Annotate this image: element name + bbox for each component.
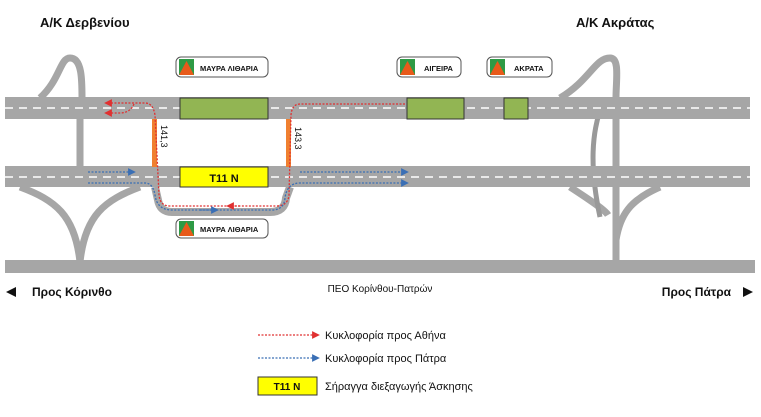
legend-athens-label: Κυκλοφορία προς Αθήνα — [325, 330, 446, 342]
road-name: ΠΕΟ Κορίνθου-Πατρών — [328, 283, 433, 295]
legend-patra-label: Κυκλοφορία προς Πάτρα — [325, 353, 447, 365]
svg-text:ΜΑΥΡΑ ΛΙΘΑΡΙΑ: ΜΑΥΡΑ ΛΙΘΑΡΙΑ — [200, 225, 259, 234]
old-national-road — [5, 260, 755, 273]
arrow-left-icon — [6, 287, 16, 297]
sign-mavra-top: ΜΑΥΡΑ ΛΙΘΑΡΙΑ — [175, 56, 269, 78]
svg-text:T11 N: T11 N — [274, 382, 301, 393]
arrow-right-icon — [743, 287, 753, 297]
chainage-left: 141,3 — [159, 125, 169, 148]
direction-right: Προς Πάτρα — [662, 285, 732, 299]
interchange-left-title: Α/Κ Δερβενίου — [40, 15, 130, 30]
tunnel-akrata — [503, 97, 529, 120]
chainage-right: 143,3 — [293, 127, 303, 150]
sign-aigeira: ΑΙΓΕΙΡΑ — [396, 56, 462, 78]
interchange-left — [18, 54, 142, 263]
tunnel-t11n-label: T11 N — [209, 173, 238, 185]
tunnel-mavra-lithari — [179, 97, 269, 120]
svg-text:ΑΙΓΕΙΡΑ: ΑΙΓΕΙΡΑ — [424, 64, 454, 73]
direction-left: Προς Κόρινθο — [32, 285, 112, 299]
bypass-road — [151, 185, 294, 216]
sign-akrata: ΑΚΡΑΤΑ — [486, 56, 553, 78]
tunnel-aigeira — [406, 97, 465, 120]
legend-tunnel-symbol — [257, 376, 318, 396]
svg-text:ΑΚΡΑΤΑ: ΑΚΡΑΤΑ — [514, 64, 544, 73]
crossover-left — [152, 119, 157, 167]
interchange-right-title: Α/Κ Ακράτας — [576, 15, 655, 30]
interchange-right — [558, 54, 662, 262]
tunnel-t11n — [179, 166, 269, 188]
sign-mavra-bottom: ΜΑΥΡΑ ΛΙΘΑΡΙΑ — [175, 218, 269, 239]
legend-tunnel-label: Σήραγγα διεξαγωγής Άσκησης — [325, 381, 473, 393]
svg-text:ΜΑΥΡΑ ΛΙΘΑΡΙΑ: ΜΑΥΡΑ ΛΙΘΑΡΙΑ — [200, 64, 259, 73]
traffic-to-patra — [88, 168, 409, 214]
crossover-right — [286, 119, 291, 167]
traffic-to-athens — [104, 99, 405, 210]
